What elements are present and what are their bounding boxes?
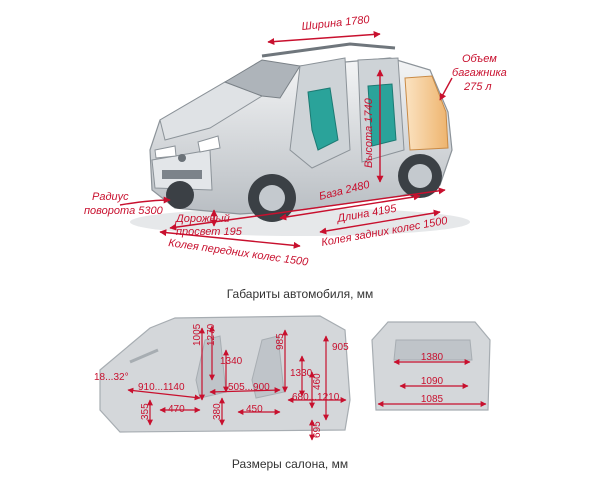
width-label: Ширина 1780: [301, 14, 371, 33]
exterior-caption: Габариты автомобиля, мм: [227, 287, 374, 301]
width-line: [267, 30, 381, 46]
clearance-label-1: Дорожный: [174, 213, 230, 225]
label-angle: 18...32°: [94, 372, 129, 383]
clearance-label-2: просвет 195: [176, 226, 243, 238]
label-460: 460: [312, 373, 323, 390]
label-355: 355: [140, 403, 151, 420]
side-dimension-lines: [127, 325, 347, 441]
trunk-label-3: 275 л: [463, 81, 492, 93]
side-rear-seat: [251, 335, 285, 399]
wheel-front-far: [166, 181, 194, 209]
front-seat: [307, 87, 339, 151]
headlight-right: [197, 135, 221, 153]
rear-seat-back: [393, 339, 473, 361]
label-1270: 1270: [206, 323, 217, 346]
label-1090: 1090: [421, 376, 444, 387]
roof-rack: [261, 42, 396, 58]
label-1005: 1005: [192, 323, 203, 346]
label-450: 450: [246, 404, 263, 415]
label-1085: 1085: [421, 394, 444, 405]
steering-column: [129, 348, 159, 364]
radius-line: [119, 196, 171, 206]
trunk-label-2: багажника: [452, 67, 507, 79]
headlight-left: [154, 145, 177, 159]
rear-dimension-lines: [377, 359, 487, 407]
rear-labels: 1380 1090 1085: [421, 352, 444, 405]
cargo-area: [404, 75, 449, 151]
grille-slats: [162, 170, 202, 179]
label-695: 695: [312, 421, 323, 438]
radius-label-1: Радиус: [92, 191, 129, 203]
height-label: Высота 1740: [363, 97, 375, 168]
wheel-rear: [398, 154, 442, 198]
label-1340: 1340: [220, 356, 243, 367]
exterior-dimension-lines: [119, 30, 453, 249]
label-910-1140: 910...1140: [138, 382, 185, 393]
car-windshield: [223, 59, 301, 99]
side-labels: 1005 1270 985 905 1340 1330 460 18...32°…: [94, 323, 349, 438]
interior-caption: Размеры салона, мм: [232, 457, 348, 471]
car-hood: [159, 81, 264, 141]
label-1380: 1380: [421, 352, 444, 363]
label-680-1210: 680...1210: [292, 392, 340, 403]
label-985: 985: [275, 333, 286, 350]
rear-track-line: [319, 209, 441, 235]
label-1330: 1330: [290, 368, 313, 379]
label-470: 470: [168, 404, 185, 415]
badge-icon: [178, 154, 186, 162]
radius-label-2: поворота 5300: [84, 205, 164, 217]
label-380: 380: [212, 403, 223, 420]
front-track-line: [159, 229, 301, 249]
car-illustration: [130, 42, 470, 236]
wheel-front: [248, 174, 296, 222]
trunk-pointer: [439, 77, 453, 101]
label-505-900: 505...900: [228, 382, 270, 393]
label-905: 905: [332, 342, 349, 353]
front-track-label: Колея передних колес 1500: [168, 237, 310, 269]
trunk-label-1: Объем: [462, 53, 497, 65]
